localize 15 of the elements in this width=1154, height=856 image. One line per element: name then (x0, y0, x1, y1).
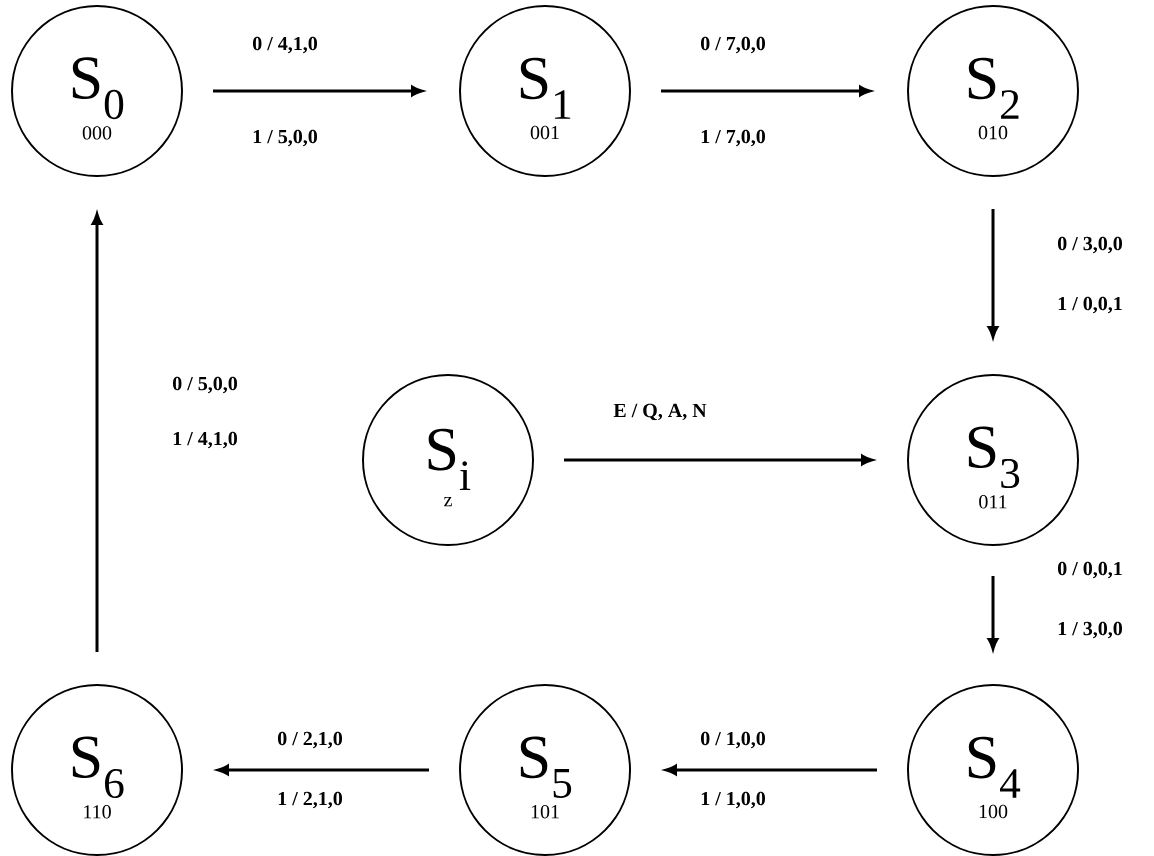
edge-label: 0 / 5,0,0 (173, 376, 238, 394)
edge-label: 0 / 2,1,0 (278, 731, 343, 749)
transition-label: 1 / 7,0,0 (701, 129, 766, 147)
edge-label: 0 / 3,0,0 (1058, 236, 1122, 254)
edge-label: E / Q, A, N (613, 403, 707, 421)
transition-label: 1 / 4,1,0 (173, 431, 238, 449)
transition-label: 1 / 1,0,0 (701, 791, 766, 809)
edge-label: 0 / 1,0,0 (701, 731, 766, 749)
edge-label: 0 / 0,0,1 (1058, 561, 1122, 579)
edge-label: 0 / 4,1,0 (253, 36, 318, 54)
transition-label: 1 / 5,0,0 (253, 129, 318, 147)
transition-label: 1 / 2,1,0 (278, 791, 343, 809)
transition-label: 1 / 0,0,1 (1058, 296, 1122, 314)
transition-label: 1 / 3,0,0 (1058, 621, 1122, 639)
edge-label: 0 / 7,0,0 (701, 36, 766, 54)
